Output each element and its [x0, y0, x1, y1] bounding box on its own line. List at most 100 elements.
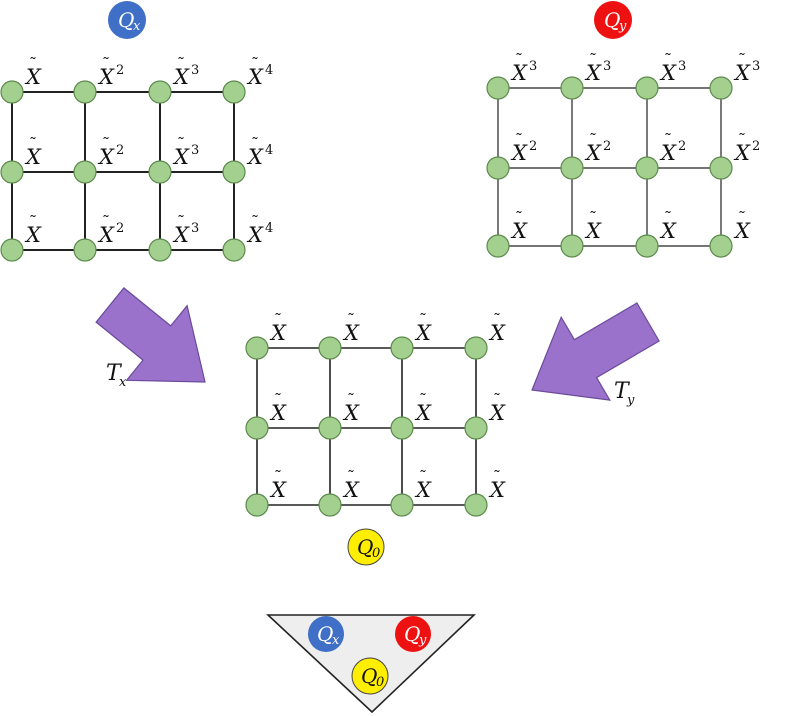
lattice-q0-node [245, 336, 269, 360]
lattice-qx-node-label-tilde: ˜ [251, 212, 259, 231]
legend-qx-circle [308, 616, 344, 652]
arrow-ty-label: Ty [614, 379, 635, 408]
lattice-qy-node-label-symbol: X [584, 141, 602, 165]
badge-q0-label: Q [357, 535, 373, 559]
lattice-q0-node-label-tilde: ˜ [419, 310, 427, 329]
lattice-qx-node [0, 80, 24, 104]
lattice-q0-node-label-tilde: ˜ [274, 467, 282, 486]
lattice-q0-node-label: X˜ [488, 467, 506, 502]
lattice-qx-node [222, 80, 246, 104]
lattice-q0-node-label: X˜ [414, 390, 432, 425]
lattice-qx-node-label: X˜3 [172, 134, 199, 169]
legend-qy-label: Q [404, 622, 420, 646]
lattice-qy-node-label-power: 2 [752, 139, 760, 154]
lattice-q0-node-label-symbol: X [488, 321, 506, 345]
lattice-qx-node-label: X˜2 [97, 54, 124, 89]
lattice-qx-node-label-symbol: X [24, 145, 42, 169]
badge-qx-circle [108, 1, 146, 39]
lattice-qy-node-label: X˜3 [659, 50, 686, 85]
lattice-qx-node-label-symbol: X [172, 65, 190, 89]
lattice-qx-node [148, 238, 172, 262]
lattice-qy-node [560, 76, 584, 100]
lattice-qy-node [635, 156, 659, 180]
lattice-q0-node [245, 493, 269, 517]
lattice-qx-node-label-power: 4 [265, 221, 273, 236]
lattice-qy-node-label-symbol: X [584, 61, 602, 85]
lattice-q0-node-label-symbol: X [269, 401, 287, 425]
legend-qy-subscript: y [418, 633, 427, 648]
lattice-qy-node-label-power: 2 [678, 139, 686, 154]
lattice-qx-node [222, 238, 246, 262]
lattice-qy-node-label-tilde: ˜ [664, 130, 672, 149]
lattice-qx-node-label: X˜ [24, 212, 42, 247]
lattice-qy-node-label: X˜ [510, 208, 528, 243]
lattice-qx-node-label-power: 2 [116, 221, 124, 236]
lattice-q0-node-label: X˜ [488, 390, 506, 425]
lattice-qy-node-label-symbol: X [510, 219, 528, 243]
legend-q0-subscript: 0 [376, 675, 384, 690]
legend-qy-circle [395, 616, 431, 652]
lattice-q0-node-label-tilde: ˜ [347, 390, 355, 409]
lattice-qy-node-label-tilde: ˜ [738, 50, 746, 69]
lattice-qy-node-label: X˜3 [733, 50, 760, 85]
legend-qy: Qy [395, 616, 431, 652]
arrow-ty-label-subscript: y [626, 393, 635, 408]
badge-qy-subscript: y [618, 19, 627, 34]
badge-qx: Qx [108, 1, 146, 39]
lattice-qx-node [148, 80, 172, 104]
lattice-q0-node [245, 416, 269, 440]
lattice-qy-node-label: X˜ 3 [584, 50, 611, 85]
lattice-qy-node-label-symbol: X [659, 219, 677, 243]
lattice-q0-node-label-tilde: ˜ [274, 390, 282, 409]
lattice-qx-node-label-symbol: X [172, 223, 190, 247]
badge-qy: Qy [594, 1, 632, 39]
lattice-q0-node [464, 336, 488, 360]
lattice-qy-node [486, 234, 510, 258]
lattice-q0-node [464, 416, 488, 440]
lattice-qy-node-label-tilde: ˜ [589, 50, 597, 69]
lattice-qy-node-label-power: 3 [603, 59, 611, 74]
lattice-q0-node [390, 493, 414, 517]
lattice-qx-node-label: X˜ [24, 54, 42, 89]
lattice-qx-node-label-tilde: ˜ [102, 54, 110, 73]
lattice-q0-node [390, 416, 414, 440]
lattice-qy-node [560, 156, 584, 180]
lattice-qy-node-label-power: 2 [603, 139, 611, 154]
badge-q0-subscript: 0 [372, 546, 380, 561]
lattice-qx-node-label-tilde: ˜ [251, 54, 259, 73]
lattice-qx-node-label-tilde: ˜ [29, 134, 37, 153]
arrow-tx-label-symbol: T [106, 361, 123, 386]
lattice-qy-node-label: X˜ 2 [584, 130, 611, 165]
lattice-qx-node-label: X˜4 [246, 212, 273, 247]
lattice-q0-node-label-symbol: X [414, 401, 432, 425]
lattice-q0-node-label-symbol: X [342, 321, 360, 345]
lattice-qx-node-label: X˜ [24, 134, 42, 169]
lattice-qx-node-label-power: 2 [116, 143, 124, 158]
lattice-qy-node-label-tilde: ˜ [589, 130, 597, 149]
lattice-qy-node-label-symbol: X [733, 61, 751, 85]
lattice-qx-node [222, 160, 246, 184]
lattice-qx-node [0, 160, 24, 184]
lattice-qy-node-label-symbol: X [733, 219, 751, 243]
badge-qx-label: Q [118, 8, 134, 32]
legend-qx-label: Q [317, 622, 333, 646]
lattice-q0-node-label: X˜ [269, 390, 287, 425]
lattice-qy-node [486, 156, 510, 180]
lattice-qx-node-label-tilde: ˜ [29, 54, 37, 73]
lattice-qy-node-label-symbol: X [510, 61, 528, 85]
lattice-q0-node-label-symbol: X [488, 401, 506, 425]
arrow-tx-label: Tx [106, 361, 127, 390]
lattice-qx-node-label-power: 3 [191, 221, 199, 236]
lattice-qx-node [148, 160, 172, 184]
lattice-q0-node-label-tilde: ˜ [419, 467, 427, 486]
lattice-qy-node-label-power: 3 [529, 59, 537, 74]
lattice-qy-node-label: X˜3 [510, 50, 537, 85]
lattice-qy-node-label-symbol: X [510, 141, 528, 165]
lattice-qy-node-label-tilde: ˜ [664, 50, 672, 69]
lattice-qx-node-label-symbol: X [24, 65, 42, 89]
lattice-qx-node-label-symbol: X [97, 145, 115, 169]
lattice-qx-node-label-tilde: ˜ [177, 54, 185, 73]
